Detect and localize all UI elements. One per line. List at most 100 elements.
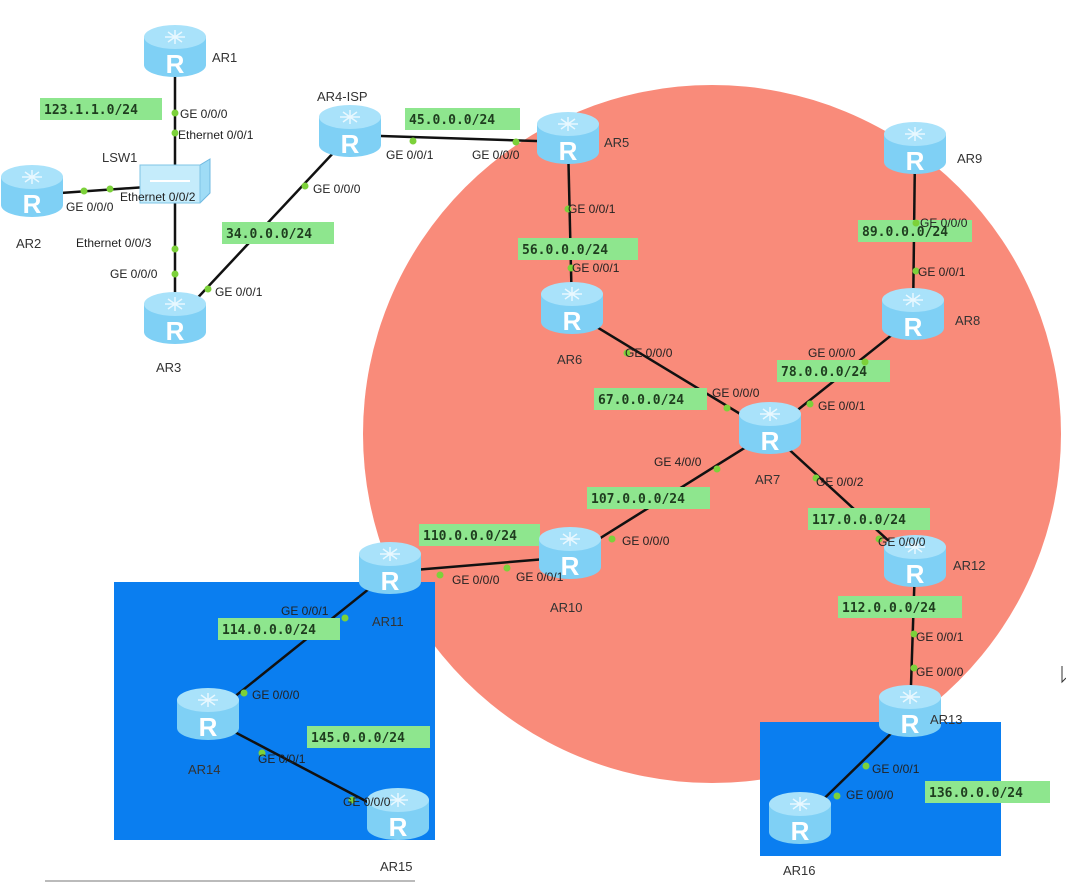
port-dot[interactable]: [171, 270, 179, 278]
port-dot[interactable]: [106, 185, 114, 193]
port-dot[interactable]: [623, 349, 631, 357]
network-label[interactable]: 123.1.1.0/24: [44, 103, 138, 118]
network-label[interactable]: 136.0.0.0/24: [929, 786, 1023, 801]
port-dot[interactable]: [436, 571, 444, 579]
port-dot[interactable]: [258, 749, 266, 757]
switch-lsw1[interactable]: LSW1: [102, 150, 211, 204]
port-dot[interactable]: [171, 129, 179, 137]
port-dot[interactable]: [910, 664, 918, 672]
port-label: GE 0/0/1: [258, 752, 306, 766]
router-ar8[interactable]: R AR8: [882, 288, 980, 342]
network-label[interactable]: 34.0.0.0/24: [226, 227, 312, 242]
network-label[interactable]: 89.0.0.0/24: [862, 225, 948, 240]
port-dot[interactable]: [301, 182, 309, 190]
network-label[interactable]: 114.0.0.0/24: [222, 623, 316, 638]
port-dot[interactable]: [713, 465, 721, 473]
port-dot[interactable]: [806, 400, 814, 408]
network-label-bg: [594, 388, 707, 410]
svg-text:R: R: [199, 712, 218, 742]
port-label: GE 0/0/1: [386, 148, 434, 162]
network-label-bg: [222, 222, 334, 244]
router-ar14[interactable]: R AR14: [177, 688, 239, 777]
network-label[interactable]: 67.0.0.0/24: [598, 393, 684, 408]
port-dot[interactable]: [723, 404, 731, 412]
svg-text:R: R: [561, 551, 580, 581]
link-ar11-ar14[interactable]: [207, 571, 391, 719]
network-label[interactable]: 56.0.0.0/24: [522, 243, 608, 258]
port-dot[interactable]: [564, 205, 572, 213]
network-label[interactable]: 110.0.0.0/24: [423, 529, 517, 544]
port-dot[interactable]: [512, 138, 520, 146]
network-label[interactable]: 117.0.0.0/24: [812, 513, 906, 528]
device-label: AR8: [955, 313, 980, 328]
link-ar4-ar5[interactable]: [349, 133, 569, 144]
port-label: GE 0/0/1: [918, 265, 966, 279]
router-ar6[interactable]: R AR6: [541, 282, 603, 367]
port-label: GE 0/0/0: [313, 182, 361, 196]
network-label-bg: [40, 98, 162, 120]
port-label: GE 0/0/0: [622, 534, 670, 548]
port-label: GE 0/0/1: [818, 399, 866, 413]
port-dot[interactable]: [862, 762, 870, 770]
link-ar6-ar7[interactable]: [571, 310, 771, 434]
port-dot[interactable]: [608, 535, 616, 543]
port-dot[interactable]: [171, 245, 179, 253]
port-label: GE 0/0/2: [816, 475, 864, 489]
port-label: GE 0/0/1: [568, 202, 616, 216]
network-label[interactable]: 45.0.0.0/24: [409, 113, 495, 128]
port-dot[interactable]: [812, 474, 820, 482]
router-icon: R: [144, 292, 206, 346]
port-dot[interactable]: [861, 358, 869, 366]
port-label: GE 0/0/0: [180, 107, 228, 121]
port-dot[interactable]: [409, 137, 417, 145]
port-dot[interactable]: [171, 109, 179, 117]
port-label: GE 0/0/0: [712, 386, 760, 400]
port-dot[interactable]: [341, 614, 349, 622]
port-label: Ethernet 0/0/1: [178, 128, 254, 142]
svg-text:R: R: [904, 312, 923, 342]
svg-text:R: R: [563, 306, 582, 336]
port-label: GE 0/0/1: [916, 630, 964, 644]
device-label: AR4-ISP: [317, 89, 368, 104]
svg-text:R: R: [23, 189, 42, 219]
port-label: GE 0/0/0: [878, 535, 926, 549]
port-dot[interactable]: [80, 187, 88, 195]
network-label[interactable]: 78.0.0.0/24: [781, 365, 867, 380]
network-label[interactable]: 112.0.0.0/24: [842, 601, 936, 616]
port-label: GE 0/0/1: [215, 285, 263, 299]
device-label: AR14: [188, 762, 221, 777]
router-icon: R: [882, 288, 944, 342]
port-label: GE 0/0/0: [343, 795, 391, 809]
network-label[interactable]: 145.0.0.0/24: [311, 731, 405, 746]
port-dot[interactable]: [910, 630, 918, 638]
port-dot[interactable]: [567, 264, 575, 272]
port-dot[interactable]: [912, 219, 920, 227]
port-dot[interactable]: [348, 796, 356, 804]
port-dot[interactable]: [204, 285, 212, 293]
network-label-bg: [218, 618, 340, 640]
port-label: GE 0/0/0: [916, 665, 964, 679]
link-ar14-ar15[interactable]: [207, 716, 399, 820]
device-label: AR3: [156, 360, 181, 375]
port-dot[interactable]: [503, 564, 511, 572]
network-label[interactable]: 107.0.0.0/24: [591, 492, 685, 507]
port-dot[interactable]: [240, 689, 248, 697]
port-dot[interactable]: [833, 792, 841, 800]
router-ar3[interactable]: R AR3: [144, 292, 206, 375]
port-dot[interactable]: [912, 267, 920, 275]
device-label: AR6: [557, 352, 582, 367]
port-dot[interactable]: [875, 535, 883, 543]
